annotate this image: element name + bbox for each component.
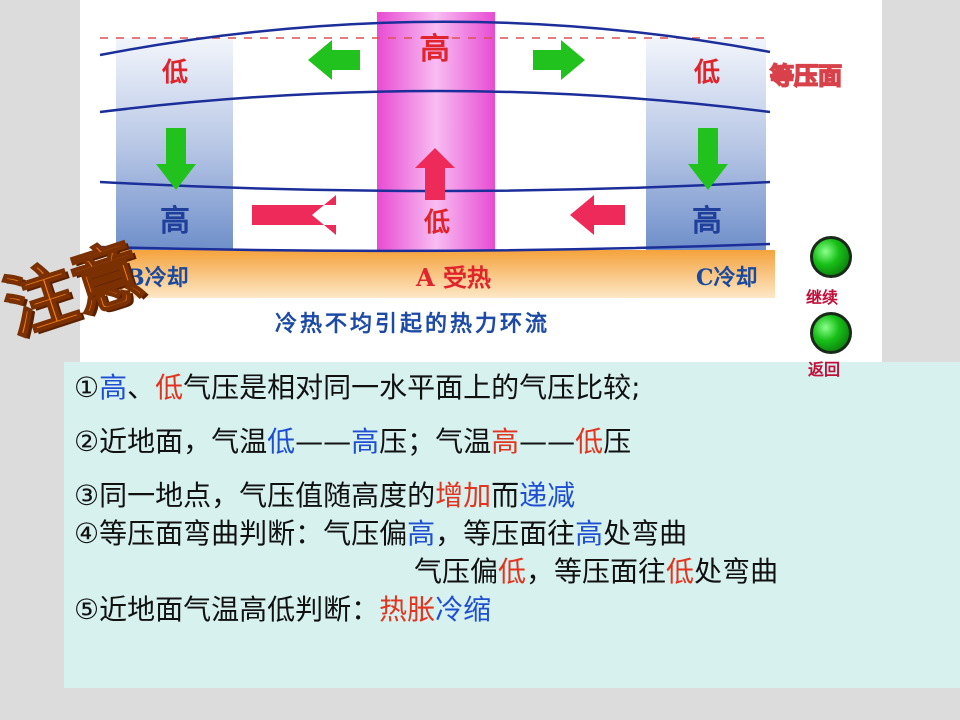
circulation-diagram: 低 高 高 低 低 高 B冷却 A 受热 C冷却 冷热不均引起的热力环流 等压面… [80,0,882,372]
label-a-ground: A 受热 [416,263,491,292]
back-label[interactable]: 返回 [808,360,841,379]
label-c-bottom: 高 [692,204,722,239]
arrow-left-upper [308,40,360,80]
arrow-left-lower [570,195,625,235]
note-3: ③同一地点，气压值随高度的增加而递减 [74,479,576,512]
arrow-down-c [688,128,728,190]
label-b-top: 低 [162,58,189,88]
label-c-ground: C冷却 [696,265,758,291]
isobar-lines [99,20,771,253]
label-b-bottom: 高 [160,204,190,239]
note-1: ①高、低气压是相对同一水平面上的气压比较; [74,371,641,404]
isobar-ground [99,242,771,253]
label-a-bottom: 低 [424,208,451,238]
isobar-upper [99,89,771,114]
note-2: ②近地面，气温低——高压；气温高——低压 [74,425,632,458]
ground-surface [115,250,775,298]
label-c-top: 低 [694,58,721,88]
continue-button[interactable] [810,236,852,278]
arrow-down-b [156,128,196,190]
diagram-caption: 冷热不均引起的热力环流 [275,311,551,337]
label-a-top: 高 [420,32,450,67]
notes-panel: ①高、低气压是相对同一水平面上的气压比较; ②近地面，气温低——高压；气温高——… [64,362,960,688]
note-4: ④等压面弯曲判断：气压偏高，等压面往高处弯曲 [74,517,688,550]
note-4b: 气压偏低，等压面往低处弯曲 [414,555,779,588]
arrow-right-lower [252,195,336,235]
isobar-label: 等压面 [769,60,843,91]
isobar-top [99,20,771,57]
label-b-ground: B冷却 [126,265,189,291]
note-5: ⑤近地面气温高低判断：热胀冷缩 [74,593,492,626]
back-button[interactable] [810,312,852,354]
arrow-right-upper [533,40,585,80]
arrow-up-a [415,148,455,200]
continue-label[interactable]: 继续 [806,288,839,307]
column-a [377,12,495,250]
